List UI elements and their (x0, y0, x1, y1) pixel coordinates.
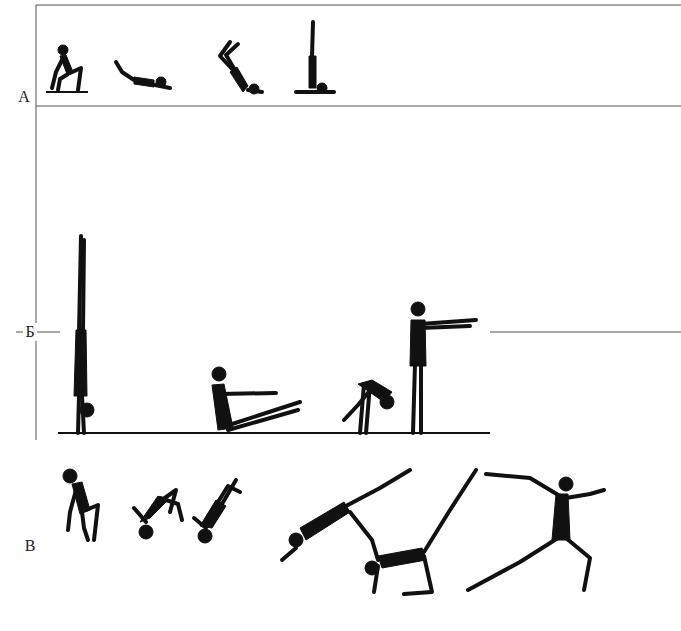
table-grid (16, 5, 681, 440)
gymnast-figure (134, 490, 182, 539)
gymnast-figure (344, 380, 394, 433)
gymnast-figure (194, 480, 240, 543)
gymnast-figure (282, 470, 410, 560)
row-letter: Б (23, 323, 36, 341)
gymnast-figure (365, 470, 476, 594)
gymnast-figure (116, 62, 170, 88)
gymnast-figure (468, 474, 604, 590)
row-letter: А (16, 88, 32, 106)
gymnast-figure (74, 236, 94, 433)
row-letter: В (23, 537, 38, 555)
gymnast-figure (63, 469, 98, 540)
gymnast-figure (220, 42, 262, 94)
gymnast-figure (212, 367, 300, 430)
gymnast-figure (46, 45, 88, 92)
gymnast-figure (296, 22, 334, 93)
gymnast-figure (410, 302, 476, 433)
